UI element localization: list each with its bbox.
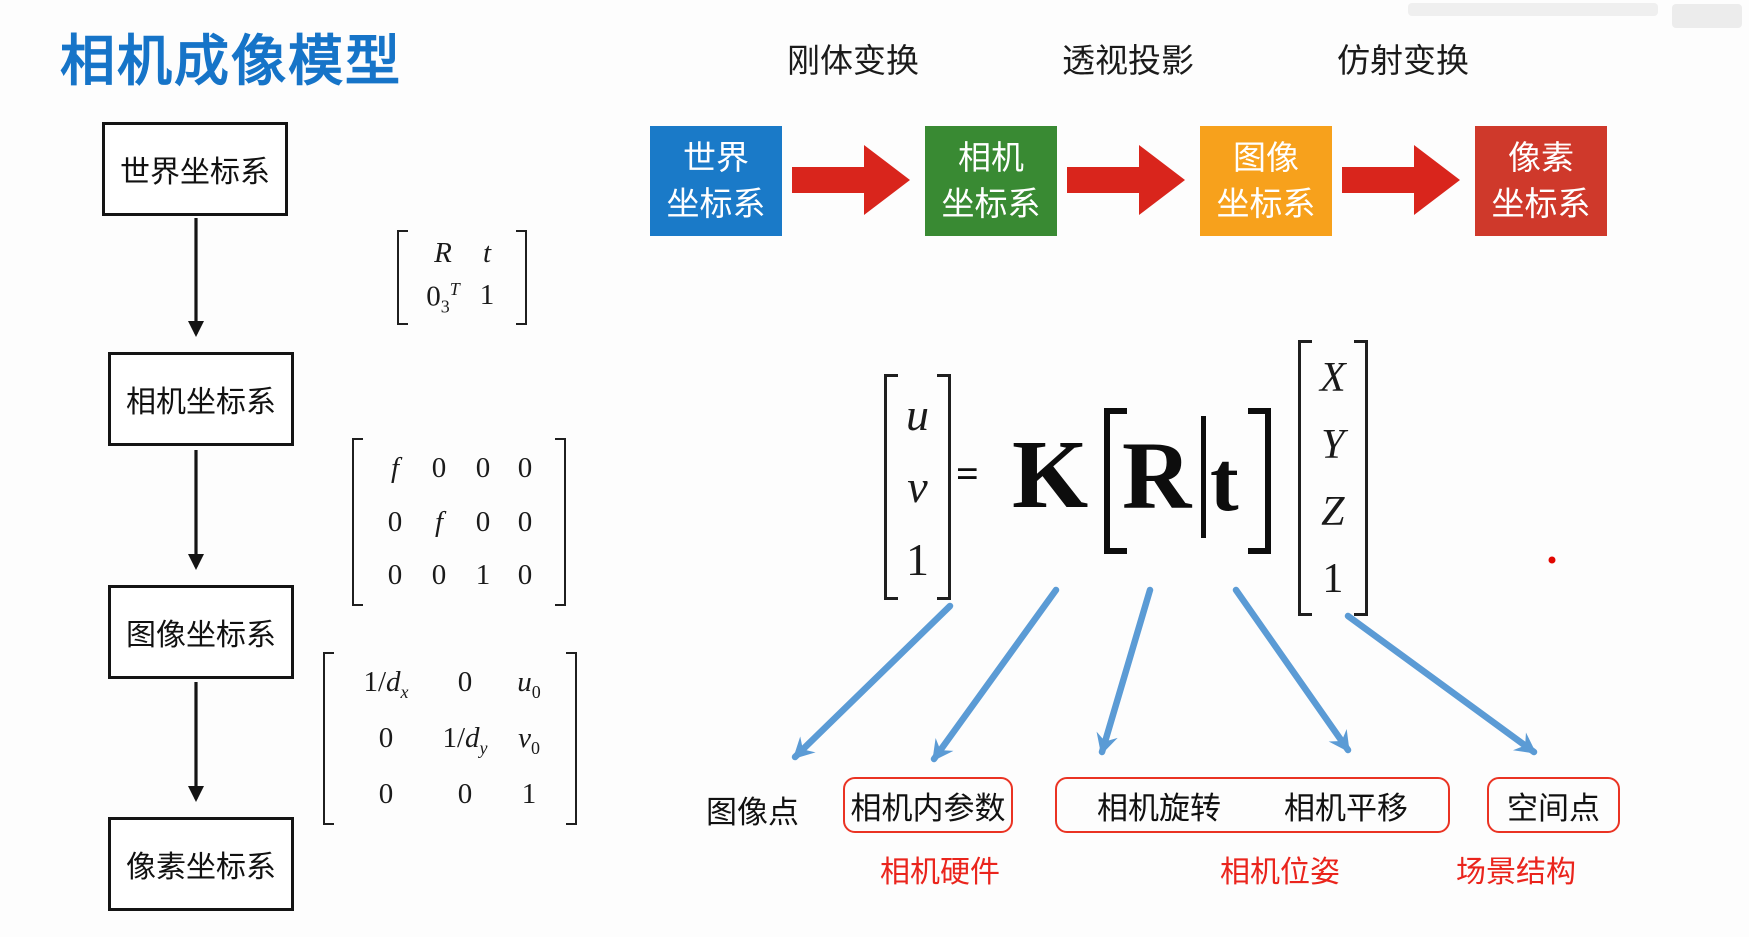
matrix-cell: X [1320,354,1346,401]
arrow-to-image-point [791,602,954,761]
label-camera-rotation: 相机旋转 [1097,790,1221,826]
matrix-cell: Y [1321,421,1345,468]
matrix-cell: 0 [475,452,491,485]
note-scene-structure: 场景结构 [1456,856,1576,889]
matrix-cell: u0 [517,665,541,702]
node-world-coords: 世界 坐标系 [650,126,782,236]
matrix-cell: 0 [387,505,403,538]
node-pixel-coords: 像素 坐标系 [1475,126,1607,236]
matrix-cell: v [907,461,928,513]
label-perspective-projection: 透视投影 [1062,42,1194,79]
label-affine-transform: 仿射变换 [1337,42,1469,79]
box-space-point: 空间点 [1487,777,1620,833]
matrix-cell: 0 [431,452,447,485]
big-bracket-left [1104,408,1127,554]
arrow-to-space-point [1344,612,1538,756]
bracket-right [555,438,566,606]
box-camera-intrinsics: 相机内参数 [843,777,1013,833]
page-title: 相机成像模型 [60,31,403,92]
intrinsic-matrix-K: K [1012,421,1089,529]
note-camera-pose: 相机位姿 [1220,856,1340,889]
equals-sign: = [956,451,979,496]
translation-vector-t: t [1210,433,1239,529]
bracket-left [323,652,334,825]
rotation-matrix-R: R [1122,422,1192,529]
bracket-right [1353,340,1368,616]
matrix-cell: 03T [426,279,460,317]
arrow-to-intrinsics [930,586,1060,763]
matrix-cell: 0 [457,665,473,698]
matrix-cell: 0 [387,558,403,591]
bracket-left [1298,340,1312,616]
matrix-cell: 0 [378,721,394,754]
flow-box-world-coords: 世界坐标系 [102,122,288,216]
label-rigid-transform: 刚体变换 [787,42,919,79]
matrix-cell: f [434,505,444,538]
node-world-line1: 世界 [683,139,749,177]
matrix-cell: t [482,237,492,270]
matrix-cell: 1 [906,534,929,586]
bracket-right [516,230,527,325]
label-camera-translation: 相机平移 [1284,790,1408,826]
matrix-cell: 0 [431,558,447,591]
matrix-cell: Z [1321,488,1345,535]
flow-box-camera-coords: 相机坐标系 [108,352,294,446]
big-bracket-right [1248,408,1271,554]
bracket-left [397,230,408,325]
node-image-coords: 图像 坐标系 [1200,126,1332,236]
matrix-cell: 1 [1322,555,1344,602]
box-rotation-translation: 相机旋转 相机平移 [1055,777,1450,833]
matrix-cell: 0 [517,505,533,538]
note-camera-hardware: 相机硬件 [880,856,1000,889]
bracket-left [352,438,363,606]
red-dot [1548,556,1556,564]
arrow-to-rotation [1096,586,1154,756]
matrix-cell: 0 [378,778,394,811]
matrix-cell: 1/dx [363,665,409,702]
matrix-pixel-mapping: 1/dx 0 u0 0 1/dy v0 0 0 1 [323,652,577,825]
matrix-cell: 0 [517,558,533,591]
matrix-cell: v0 [518,721,540,758]
matrix-cell: 0 [457,778,473,811]
block-arrow-world-camera [792,145,910,215]
bracket-left [884,374,898,600]
node-camera-coords: 相机 坐标系 [925,126,1057,236]
matrix-cell: 1 [521,778,537,811]
node-image-line1: 图像 [1233,139,1299,177]
flow-box-image-coords: 图像坐标系 [108,585,294,679]
bracket-right [937,374,951,600]
label-camera-intrinsics: 相机内参数 [850,790,1006,826]
matrix-cell: 0 [475,505,491,538]
node-pixel-line1: 像素 [1508,139,1574,177]
matrix-cell: f [390,452,400,485]
node-camera-line2: 坐标系 [941,185,1041,222]
node-pixel-line2: 坐标系 [1491,185,1591,222]
matrix-cell: 0 [517,452,533,485]
watermark [1408,3,1658,16]
node-image-line2: 坐标系 [1216,185,1316,222]
block-arrow-image-pixel [1342,145,1460,215]
pipeline-block-arrows [792,145,1460,215]
matrix-cell: R [434,237,452,270]
matrix-cell: 1 [475,558,491,591]
block-arrow-camera-image [1067,145,1185,215]
flow-box-pixel-coords: 像素坐标系 [108,817,294,911]
matrix-cell: u [906,388,929,440]
bracket-right [566,652,577,825]
matrix-cell: 1 [479,279,495,312]
node-world-line2: 坐标系 [666,185,766,222]
watermark-logo [1672,4,1742,28]
matrix-cell: 1/dy [442,721,488,758]
label-space-point: 空间点 [1507,790,1600,826]
annotation-arrows [791,586,1538,763]
node-camera-line1: 相机 [958,139,1024,177]
divider-bar [1201,416,1206,538]
label-image-point: 图像点 [706,795,799,830]
